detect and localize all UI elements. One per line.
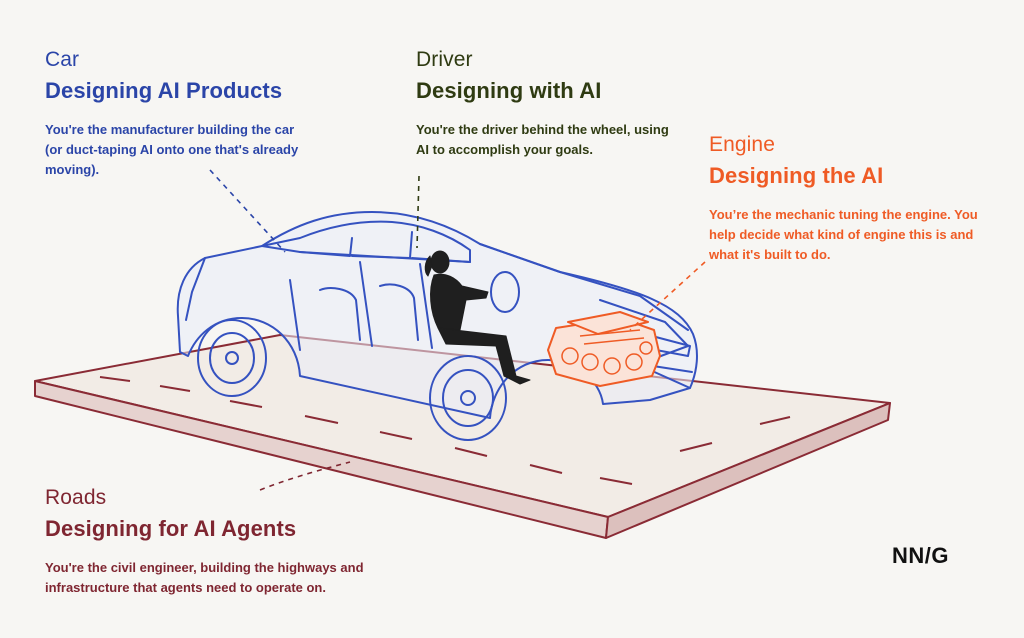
roads-kicker: Roads xyxy=(45,486,107,509)
roads-headline: Designing for AI Agents xyxy=(45,516,297,541)
driver-headline: Designing with AI xyxy=(416,78,602,103)
car-kicker: Car xyxy=(45,48,80,71)
driver-section: Driver Designing with AI You're the driv… xyxy=(416,48,676,160)
roads-leader-line xyxy=(259,461,351,491)
road-lane-markings xyxy=(99,376,791,485)
engine-description: You’re the mechanic tuning the engine. Y… xyxy=(709,207,978,262)
car-description: You're the manufacturer building the car… xyxy=(45,122,299,177)
engine-headline: Designing the AI xyxy=(709,163,884,188)
engine-sketch xyxy=(547,311,661,387)
nng-logo: NN/G xyxy=(892,543,949,568)
engine-section: Engine Designing the AI You’re the mecha… xyxy=(709,133,999,265)
roads-section: Roads Designing for AI Agents You're the… xyxy=(45,486,405,598)
engine-kicker: Engine xyxy=(709,133,775,156)
car-leader-line xyxy=(209,169,286,253)
driver-kicker: Driver xyxy=(416,48,473,71)
driver-leader-line xyxy=(416,175,420,249)
driver-description: You're the driver behind the wheel, usin… xyxy=(416,122,669,157)
steering-wheel xyxy=(490,271,520,313)
engine-leader-line xyxy=(629,261,706,331)
car-headline: Designing AI Products xyxy=(45,78,283,103)
driver-figure xyxy=(424,250,531,385)
roads-description: You're the civil engineer, building the … xyxy=(45,560,364,595)
car-section: Car Designing AI Products You're the man… xyxy=(45,48,315,180)
